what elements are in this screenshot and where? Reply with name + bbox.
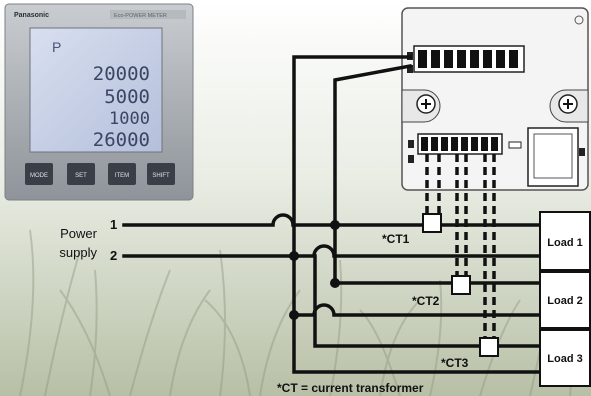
ct2-box: [451, 275, 471, 295]
meter-reading-3: 1000: [109, 109, 150, 129]
wires: [122, 55, 542, 374]
svg-text:MODE: MODE: [30, 173, 48, 179]
power-meter-back: [401, 7, 589, 191]
meter-reading-4: 26000: [93, 129, 150, 151]
line-2-label: 2: [110, 248, 117, 263]
meter-set-button: SET: [67, 163, 95, 185]
junction-dots: [289, 220, 340, 320]
ct-leads: [425, 154, 496, 338]
screw-icon-left: [401, 89, 441, 123]
svg-text:SET: SET: [75, 173, 87, 179]
load-1-label: Load 1: [547, 237, 582, 249]
power-meter-front: Panasonic Eco-POWER METER P 20000 5000 1…: [4, 3, 194, 201]
ct2-label: *CT2: [412, 294, 440, 308]
ct-transformers: [422, 213, 499, 357]
load-1: Load 1: [539, 211, 591, 271]
meter-reading-2: 5000: [104, 86, 150, 108]
upper-terminal-block: [413, 45, 525, 73]
svg-text:SHIFT: SHIFT: [152, 173, 170, 179]
ct1-box: [422, 213, 442, 233]
power-supply-label-line2: supply: [59, 245, 97, 260]
meter-reading-1: 20000: [93, 63, 150, 85]
load-2: Load 2: [539, 271, 591, 329]
meter-brand: Panasonic: [14, 12, 49, 19]
meter-lcd: [29, 27, 163, 153]
ct3-box: [479, 337, 499, 357]
meter-item-button: ITEM: [108, 163, 136, 185]
footnote: *CT = current transformer: [277, 381, 424, 395]
meter-shift-button: SHIFT: [147, 163, 175, 185]
ct-terminal-block: [417, 133, 503, 155]
meter-mode-button: MODE: [25, 163, 53, 185]
ct1-label: *CT1: [382, 232, 410, 246]
svg-text:ITEM: ITEM: [115, 173, 129, 179]
screw-icon-right: [549, 89, 589, 123]
load-3-label: Load 3: [547, 353, 582, 365]
load-2-label: Load 2: [547, 295, 582, 307]
ct3-label: *CT3: [441, 356, 469, 370]
usb-port: [508, 141, 522, 149]
meter-lcd-glyph: P: [52, 39, 61, 55]
power-supply-label-line1: Power: [60, 226, 98, 241]
load-3: Load 3: [539, 329, 591, 387]
back-cover: [527, 127, 579, 187]
grass-blades: [19, 229, 591, 396]
line-1-label: 1: [110, 217, 117, 232]
meter-model: Eco-POWER METER: [114, 13, 167, 19]
